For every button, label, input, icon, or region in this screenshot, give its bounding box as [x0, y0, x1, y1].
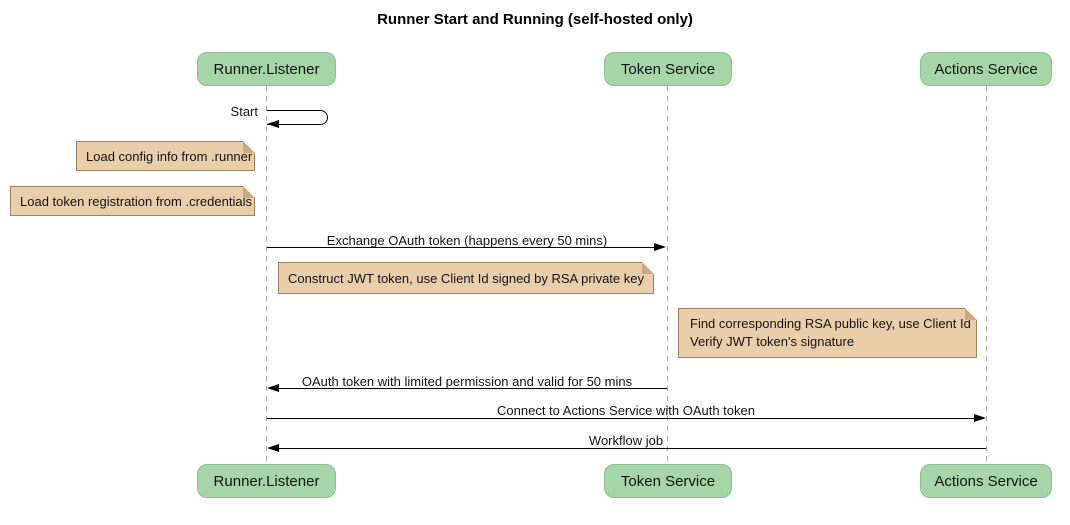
- message-connect-actions-label: Connect to Actions Service with OAuth to…: [497, 403, 755, 418]
- arrowhead-left-icon: [267, 444, 279, 452]
- message-exchange-oauth-line: [267, 246, 655, 248]
- participant-token-service-bottom: Token Service: [604, 464, 732, 498]
- note-verify-jwt: Find corresponding RSA public key, use C…: [678, 308, 977, 358]
- note-load-config: Load config info from .runner: [76, 141, 255, 171]
- lifeline-runner-listener: [266, 86, 267, 465]
- message-connect-actions-line: [267, 417, 975, 419]
- note-construct-jwt: Construct JWT token, use Client Id signe…: [278, 262, 654, 294]
- self-message-loop: [267, 110, 328, 125]
- arrowhead-right-icon: [654, 243, 666, 251]
- message-workflow-job-line: [278, 447, 986, 449]
- message-oauth-token-return-label: OAuth token with limited permission and …: [301, 374, 633, 389]
- participant-actions-service-top: Actions Service: [920, 52, 1052, 86]
- arrowhead-left-icon: [267, 384, 279, 392]
- arrowhead-left-icon: [267, 120, 279, 128]
- lifeline-actions-service: [986, 86, 987, 465]
- participant-runner-listener-top: Runner.Listener: [197, 52, 336, 86]
- participant-actions-service-bottom: Actions Service: [920, 464, 1052, 498]
- message-oauth-token-return-line: [278, 387, 667, 389]
- diagram-title: Runner Start and Running (self-hosted on…: [377, 11, 693, 28]
- message-workflow-job-label: Workflow job: [588, 433, 664, 448]
- lifeline-token-service: [667, 86, 668, 465]
- participant-runner-listener-bottom: Runner.Listener: [197, 464, 336, 498]
- note-load-token-registration: Load token registration from .credential…: [10, 186, 255, 216]
- participant-token-service-top: Token Service: [604, 52, 732, 86]
- message-start-label: Start: [230, 104, 258, 119]
- message-exchange-oauth-label: Exchange OAuth token (happens every 50 m…: [326, 233, 608, 248]
- arrowhead-right-icon: [974, 413, 986, 422]
